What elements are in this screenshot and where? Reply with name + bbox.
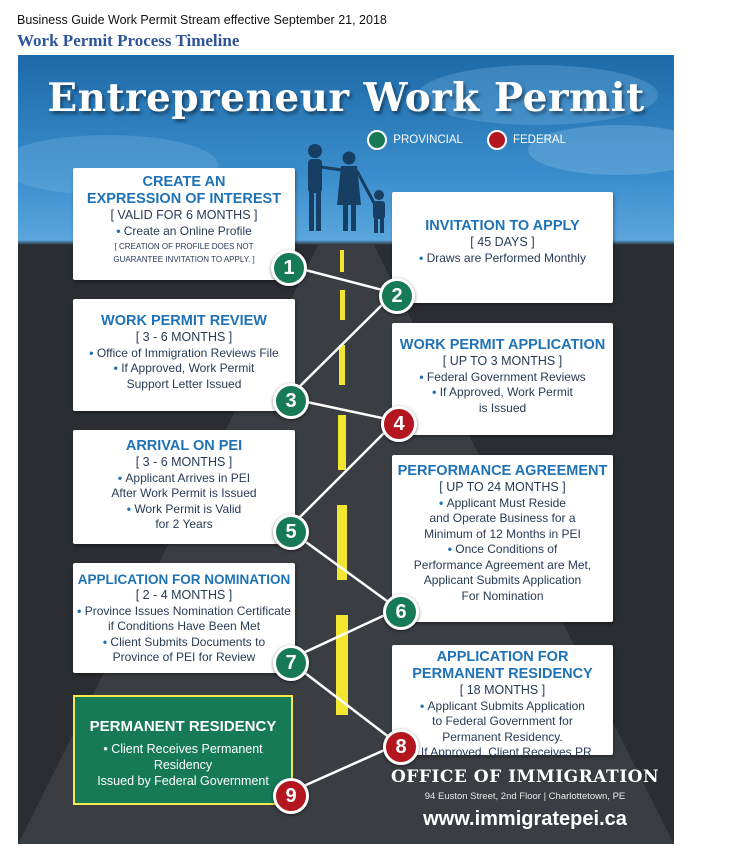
step-5-line-4: for 2 Years <box>155 517 213 531</box>
family-silhouette <box>308 144 385 233</box>
step-6-badge: 6 <box>383 594 419 630</box>
step-7-line-1: Province Issues Nomination Certificate <box>73 604 295 620</box>
step-6-line-2: and Operate Business for a <box>429 511 576 525</box>
step-2-line-1: Draws are Performed Monthly <box>392 251 613 267</box>
step-1-note-1: [ CREATION OF PROFILE DOES NOT <box>114 242 254 251</box>
step-6-line-4: Once Conditions of <box>392 542 613 558</box>
step-6-card: PERFORMANCE AGREEMENT [ UP TO 24 MONTHS … <box>392 455 613 622</box>
step-9-line-1-text: Client Receives Permanent Residency <box>111 742 263 772</box>
step-5-line-3: Work Permit is Valid <box>73 502 295 518</box>
step-8-line-3: Permanent Residency. <box>442 729 563 744</box>
step-7-badge: 7 <box>273 645 309 681</box>
step-1-title-line2: EXPRESSION OF INTEREST <box>86 191 282 207</box>
step-3-badge: 3 <box>273 383 309 419</box>
poster-title: Entrepreneur Work Permit <box>47 75 645 121</box>
step-1-duration: [ VALID FOR 6 MONTHS ] <box>110 208 258 222</box>
step-5-card: ARRIVAL ON PEI [ 3 - 6 MONTHS ] Applican… <box>73 430 295 544</box>
step-4-line-1: Federal Government Reviews <box>392 370 613 386</box>
step-4-line-2: If Approved, Work Permit <box>392 385 613 401</box>
step-8-title-line2: PERMANENT RESIDENCY <box>412 666 593 682</box>
step-3-title: WORK PERMIT REVIEW <box>101 313 267 329</box>
step-7-title: APPLICATION FOR NOMINATION <box>77 572 291 587</box>
step-7-line-3: Client Submits Documents to <box>73 635 295 651</box>
document-title: Work Permit Process Timeline <box>17 31 240 50</box>
step-3-duration: [ 3 - 6 MONTHS ] <box>135 330 233 344</box>
step-8-line-1: Applicant Submits Application <box>392 699 613 715</box>
legend-provincial-label: PROVINCIAL <box>393 134 463 146</box>
step-7-line-4: Province of PEI for Review <box>112 650 256 664</box>
office-name: OFFICE OF IMMIGRATION <box>391 767 659 787</box>
step-2-duration: [ 45 DAYS ] <box>470 235 535 249</box>
step-6-duration: [ UP TO 24 MONTHS ] <box>439 480 566 494</box>
step-1-line-1: Create an Online Profile <box>73 224 295 240</box>
step-4-line-3: is Issued <box>478 400 527 415</box>
step-1-note-2: GUARANTEE INVITATION TO APPLY. ] <box>113 255 255 264</box>
step-6-line-3: Minimum of 12 Months in PEI <box>424 526 581 541</box>
step-6-title: PERFORMANCE AGREEMENT <box>397 463 608 479</box>
step-7-duration: [ 2 - 4 MONTHS ] <box>135 588 233 602</box>
provincial-legend-dot <box>367 130 388 150</box>
step-6-line-7: For Nomination <box>461 588 544 603</box>
step-1-title-line1: CREATE AN <box>142 174 226 190</box>
step-2-title: INVITATION TO APPLY <box>425 218 580 234</box>
legend-federal-label: FEDERAL <box>512 134 566 146</box>
step-2-badge: 2 <box>379 278 415 314</box>
step-8-card: APPLICATION FOR PERMANENT RESIDENCY [ 18… <box>392 645 613 759</box>
step-1-card: CREATE AN EXPRESSION OF INTEREST [ VALID… <box>73 168 295 280</box>
step-5-title: ARRIVAL ON PEI <box>125 438 243 454</box>
step-5-line-2: After Work Permit is Issued <box>111 486 257 500</box>
step-9-line-2: Issued by Federal Government <box>97 774 269 788</box>
step-2-card: INVITATION TO APPLY [ 45 DAYS ] Draws ar… <box>392 192 613 303</box>
step-6-line-5: Performance Agreement are Met, <box>413 557 592 572</box>
document-header: Business Guide Work Permit Stream effect… <box>17 13 387 27</box>
office-address: 94 Euston Street, 2nd Floor | Charlottet… <box>424 791 626 802</box>
office-footer: OFFICE OF IMMIGRATION 94 Euston Street, … <box>390 767 660 831</box>
step-8-badge: 8 <box>383 729 419 765</box>
step-3-line-2: If Approved, Work Permit <box>73 361 295 377</box>
step-4-duration: [ UP TO 3 MONTHS ] <box>442 354 563 368</box>
step-9-card: PERMANENT RESIDENCY • Client Receives Pe… <box>73 695 293 805</box>
office-website-link[interactable]: www.immigratepei.ca <box>423 808 627 830</box>
legend: PROVINCIAL FEDERAL <box>367 130 566 150</box>
step-3-card: WORK PERMIT REVIEW [ 3 - 6 MONTHS ] Offi… <box>73 299 295 411</box>
step-8-line-2: to Federal Government for <box>432 714 573 728</box>
step-3-line-3: Support Letter Issued <box>126 376 242 391</box>
step-1-badge: 1 <box>271 250 307 286</box>
step-8-duration: [ 18 MONTHS ] <box>459 683 546 697</box>
step-6-line-1: Applicant Must Reside <box>392 496 613 512</box>
step-7-card: APPLICATION FOR NOMINATION [ 2 - 4 MONTH… <box>73 563 295 673</box>
step-3-line-1: Office of Immigration Reviews File <box>73 346 295 362</box>
step-5-badge: 5 <box>273 514 309 550</box>
step-7-line-2: if Conditions Have Been Met <box>107 619 261 633</box>
infographic-poster: Entrepreneur Work Permit PROVINCIAL FEDE… <box>18 55 674 844</box>
step-4-badge: 4 <box>381 406 417 442</box>
step-4-card: WORK PERMIT APPLICATION [ UP TO 3 MONTHS… <box>392 323 613 435</box>
step-9-title: PERMANENT RESIDENCY <box>89 718 277 735</box>
step-4-title: WORK PERMIT APPLICATION <box>399 337 606 353</box>
federal-legend-dot <box>486 130 507 150</box>
step-8-line-4: If Approved, Client Receives PR <box>392 745 613 761</box>
step-5-line-1: Applicant Arrives in PEI <box>73 471 295 487</box>
step-5-duration: [ 3 - 6 MONTHS ] <box>135 455 233 469</box>
step-9-line-1: • Client Receives Permanent Residency <box>103 742 263 772</box>
step-9-badge: 9 <box>273 778 309 814</box>
step-6-line-6: Applicant Submits Application <box>423 573 582 587</box>
step-8-title-line1: APPLICATION FOR <box>436 649 569 665</box>
